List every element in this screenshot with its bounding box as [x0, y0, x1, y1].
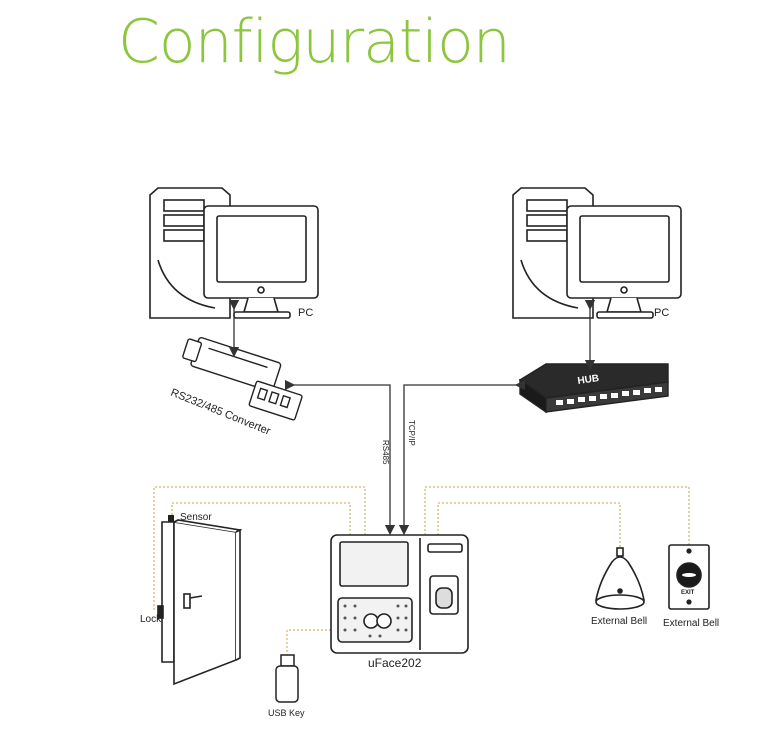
uface202-device: [330, 534, 469, 654]
external-bell: [595, 547, 645, 610]
rs485-label: RS485: [381, 440, 390, 465]
sensor-label: Sensor: [180, 512, 212, 523]
sensor-device: [168, 515, 174, 522]
connection-lines: [228, 299, 596, 536]
lock-label: Lock: [140, 614, 162, 625]
network-hub: [518, 363, 669, 414]
dotted-wiring: [153, 486, 690, 655]
exit-text: EXIT: [681, 590, 695, 596]
hub-text: HUB: [577, 373, 600, 387]
device-label: uFace202: [368, 656, 422, 670]
exit-label: External Bell: [663, 618, 719, 629]
pc-right-label: PC: [654, 307, 669, 319]
pc-left-label: PC: [298, 307, 313, 319]
usb-key: [275, 654, 299, 703]
pc-left: [149, 187, 319, 319]
page-title: Configuration: [118, 7, 511, 77]
bell-label: External Bell: [591, 616, 647, 627]
device-keypad-dots: [343, 604, 408, 638]
pc-right: [512, 187, 682, 319]
door: [157, 519, 243, 686]
exit-button: [668, 544, 710, 610]
usb-label: USB Key: [268, 708, 305, 718]
tcpip-label: TCP/IP: [407, 420, 416, 446]
